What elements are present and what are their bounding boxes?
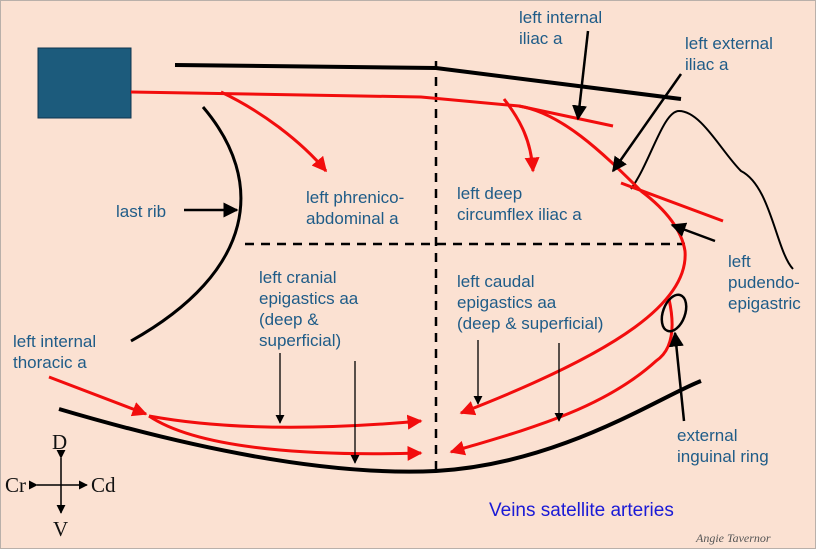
inguinal-ring bbox=[660, 293, 688, 333]
cranial-superficial-artery bbox=[148, 414, 423, 430]
caudal-superficial-artery bbox=[459, 189, 687, 416]
orientation-ventral: V bbox=[53, 517, 69, 541]
label-line: left caudal bbox=[457, 272, 535, 291]
label-external-iliac: left external iliac a bbox=[685, 33, 773, 75]
label-line: (deep & bbox=[259, 310, 319, 329]
label-internal-thoracic: left internal thoracic a bbox=[13, 331, 96, 373]
last-rib-line bbox=[130, 106, 243, 343]
ventral-outline bbox=[58, 379, 702, 474]
label-line: epigastics aa bbox=[457, 293, 557, 312]
phrenico-abdominal-artery bbox=[220, 90, 328, 173]
label-line: circumflex iliac a bbox=[457, 205, 582, 224]
orientation-caudal: Cd bbox=[91, 473, 116, 497]
author-credit: Angie Tavernor bbox=[696, 531, 771, 545]
external-iliac-artery bbox=[620, 181, 724, 223]
label-pudendo-epigastric: left pudendo- epigastric bbox=[728, 251, 801, 314]
label-phrenico-abdominal: left phrenico- abdominal a bbox=[306, 187, 404, 229]
label-line: left cranial bbox=[259, 268, 337, 287]
orientation-dorsal: D bbox=[52, 430, 68, 454]
label-line: epigastics aa bbox=[259, 289, 359, 308]
orientation-cranial: Cr bbox=[5, 473, 26, 497]
label-line: iliac a bbox=[519, 29, 563, 48]
label-line: left bbox=[728, 252, 751, 271]
label-line: left external bbox=[685, 34, 773, 53]
thigh-outline bbox=[630, 109, 794, 270]
label-line: left internal bbox=[13, 332, 97, 351]
pointer-inguinal-ring bbox=[668, 331, 686, 422]
label-internal-iliac: left internal iliac a bbox=[519, 7, 602, 49]
label-line: superficial) bbox=[259, 331, 342, 350]
deep-circumflex-artery bbox=[502, 98, 540, 173]
aorta-box bbox=[37, 47, 132, 119]
label-line: abdominal a bbox=[306, 209, 399, 228]
aorta-artery bbox=[130, 90, 643, 193]
label-cranial-epigastics: left cranial epigastics aa (deep & super… bbox=[259, 267, 358, 351]
label-line: (deep & superficial) bbox=[457, 314, 604, 333]
diagram-title: Veins satellite arteries bbox=[489, 500, 674, 521]
label-line: thoracic a bbox=[13, 353, 87, 372]
pointer-pudendo bbox=[670, 222, 716, 243]
label-inguinal-ring: external inguinal ring bbox=[677, 425, 769, 467]
label-line: inguinal ring bbox=[677, 447, 769, 466]
label-line: left internal bbox=[519, 8, 603, 27]
label-line: pudendo- bbox=[728, 273, 800, 292]
internal-iliac-artery bbox=[518, 104, 614, 128]
label-deep-circumflex: left deep circumflex iliac a bbox=[457, 183, 582, 225]
label-caudal-epigastics: left caudal epigastics aa (deep & superf… bbox=[457, 271, 603, 334]
label-line: external bbox=[677, 426, 738, 445]
label-line: left deep bbox=[457, 184, 523, 203]
cranial-deep-artery bbox=[148, 414, 423, 461]
label-line: iliac a bbox=[685, 55, 729, 74]
label-line: left phrenico- bbox=[306, 188, 405, 207]
internal-thoracic-artery bbox=[48, 375, 148, 417]
label-line: epigastric bbox=[728, 294, 801, 313]
label-last-rib: last rib bbox=[116, 202, 167, 221]
pointer-internal-iliac bbox=[572, 30, 590, 121]
pointer-external-iliac bbox=[611, 73, 683, 173]
